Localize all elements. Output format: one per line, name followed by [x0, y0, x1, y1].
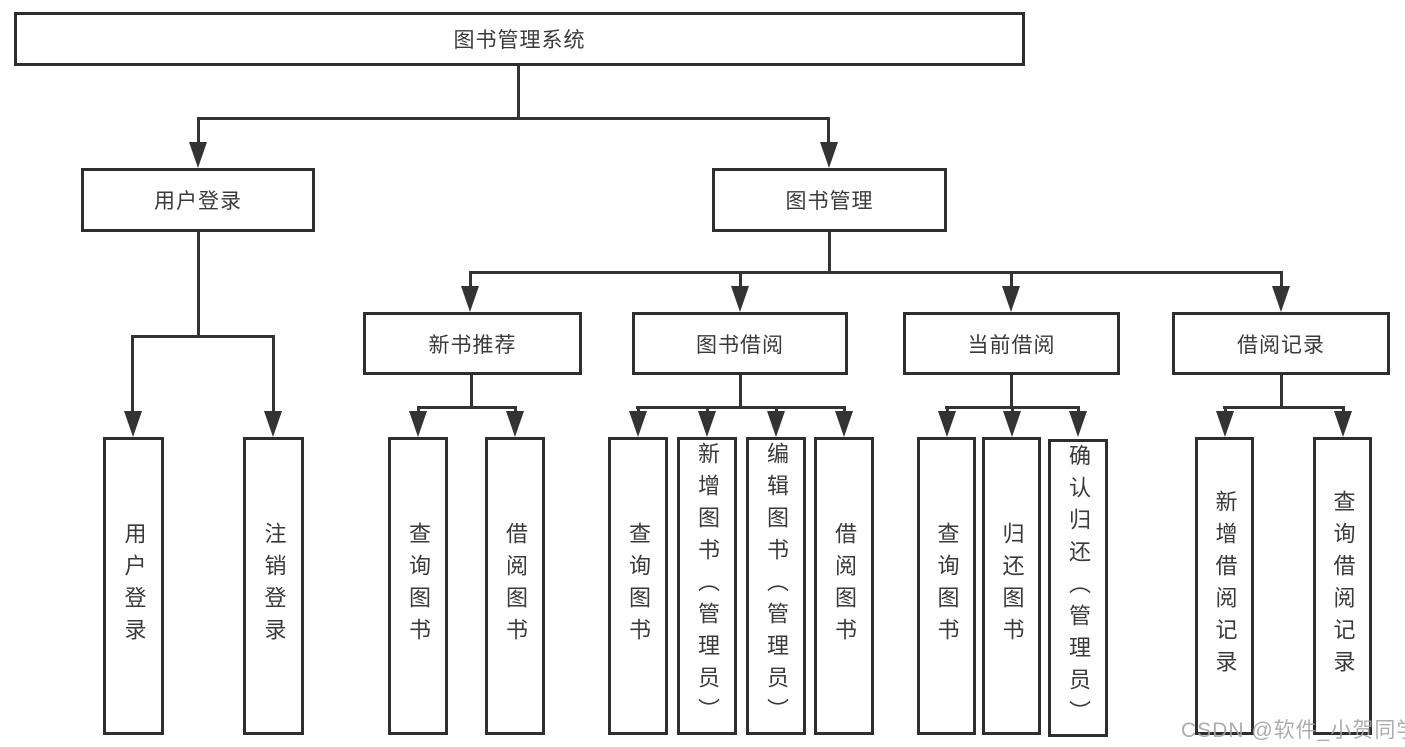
- node-current-borrowing: 当前借阅: [903, 312, 1120, 375]
- connector-level3-stem: [739, 271, 742, 289]
- leaf-add-books-admin: 新增图书（管理员）: [677, 437, 737, 735]
- leaf-borrow-books-label: 借阅图书: [832, 522, 857, 650]
- leaf-query-borrow-record: 查询借阅记录: [1313, 437, 1372, 735]
- connector-user-login-bar: [131, 335, 275, 338]
- connector-level3-stem: [1010, 271, 1013, 289]
- leaf-query-books-label: 查询图书: [626, 522, 651, 650]
- node-borrowing-records-label: 借阅记录: [1237, 333, 1325, 357]
- csdn-watermark: CSDN @软件_小贺同学: [1181, 719, 1405, 742]
- arrow-down-icon: [124, 411, 142, 437]
- node-root: 图书管理系统: [14, 12, 1025, 66]
- connector-level3-stem: [1280, 271, 1283, 289]
- connector-current-down: [1010, 375, 1013, 406]
- node-root-label: 图书管理系统: [453, 29, 586, 52]
- arrow-down-icon: [189, 142, 207, 168]
- node-borrowing-records: 借阅记录: [1172, 312, 1390, 375]
- connector-records-bar: [1223, 406, 1345, 409]
- arrow-down-icon: [1003, 411, 1021, 437]
- leaf-add-borrow-record: 新增借阅记录: [1195, 437, 1254, 735]
- node-new-book-recommend-label: 新书推荐: [428, 333, 517, 357]
- arrow-down-icon: [1002, 286, 1020, 312]
- node-current-borrowing-label: 当前借阅: [967, 333, 1056, 357]
- leaf-user-login: 用户登录: [103, 437, 164, 735]
- leaf-user-login-label: 用户登录: [121, 522, 147, 650]
- leaf-query-books-current: 查询图书: [917, 437, 976, 735]
- leaf-return-books: 归还图书: [982, 437, 1041, 735]
- connector-user-login-stem: [197, 117, 200, 145]
- leaf-query-books-label: 查询图书: [406, 522, 431, 650]
- connector-newbook-bar: [417, 406, 516, 409]
- leaf-edit-books-admin-label: 编辑图书（管理员）: [764, 442, 789, 730]
- connector-borrowing-bar: [636, 406, 846, 409]
- leaf-query-books-newbook: 查询图书: [388, 437, 448, 735]
- node-book-management-label: 图书管理: [785, 190, 874, 213]
- leaf-query-books-label: 查询图书: [934, 522, 960, 650]
- arrow-down-icon: [629, 411, 647, 437]
- leaf-borrow-books-newbook: 借阅图书: [485, 437, 545, 735]
- arrow-down-icon: [820, 142, 838, 168]
- leaf-borrow-books-label: 借阅图书: [503, 522, 528, 650]
- arrow-down-icon: [1272, 286, 1290, 312]
- connector-borrowing-down: [739, 375, 742, 406]
- arrow-down-icon: [835, 411, 853, 437]
- connector-book-mgmt-stem: [827, 117, 830, 145]
- arrow-down-icon: [1216, 411, 1234, 437]
- connector-level3-bar: [469, 271, 1283, 274]
- arrow-down-icon: [731, 286, 749, 312]
- node-book-borrowing-label: 图书借阅: [696, 333, 784, 357]
- connector-records-down: [1280, 375, 1283, 406]
- leaf-logout-label: 注销登录: [261, 522, 287, 650]
- leaf-borrow-books-borrowing: 借阅图书: [814, 437, 874, 735]
- leaf-query-borrow-record-label: 查询借阅记录: [1330, 490, 1356, 682]
- node-user-login: 用户登录: [81, 168, 315, 232]
- arrow-down-icon: [264, 411, 282, 437]
- leaf-logout: 注销登录: [243, 437, 304, 735]
- connector-root-bar: [197, 117, 830, 120]
- connector-root-stem: [517, 66, 520, 117]
- connector-level3-stem: [469, 271, 472, 289]
- leaf-edit-books-admin: 编辑图书（管理员）: [746, 437, 806, 735]
- arrow-down-icon: [938, 411, 956, 437]
- connector-leaf-stem: [272, 335, 275, 413]
- leaf-add-books-admin-label: 新增图书（管理员）: [695, 442, 720, 730]
- node-user-login-label: 用户登录: [154, 190, 242, 213]
- connector-leaf-stem: [131, 335, 134, 413]
- connector-newbook-down: [470, 375, 473, 406]
- node-new-book-recommend: 新书推荐: [363, 312, 582, 375]
- leaf-add-borrow-record-label: 新增借阅记录: [1212, 490, 1238, 682]
- arrow-down-icon: [767, 411, 785, 437]
- leaf-query-books-borrowing: 查询图书: [608, 437, 668, 735]
- connector-user-login-down: [197, 232, 200, 335]
- node-book-management: 图书管理: [712, 168, 947, 232]
- connector-book-mgmt-down: [828, 232, 831, 271]
- arrow-down-icon: [1334, 411, 1352, 437]
- arrow-down-icon: [409, 411, 427, 437]
- leaf-return-books-label: 归还图书: [999, 522, 1025, 650]
- node-book-borrowing: 图书借阅: [632, 312, 848, 375]
- arrow-down-icon: [1069, 411, 1087, 437]
- leaf-confirm-return-admin: 确认归还（管理员）: [1048, 439, 1108, 737]
- arrow-down-icon: [506, 411, 524, 437]
- arrow-down-icon: [461, 286, 479, 312]
- leaf-confirm-return-admin-label: 确认归还（管理员）: [1066, 444, 1091, 732]
- arrow-down-icon: [698, 411, 716, 437]
